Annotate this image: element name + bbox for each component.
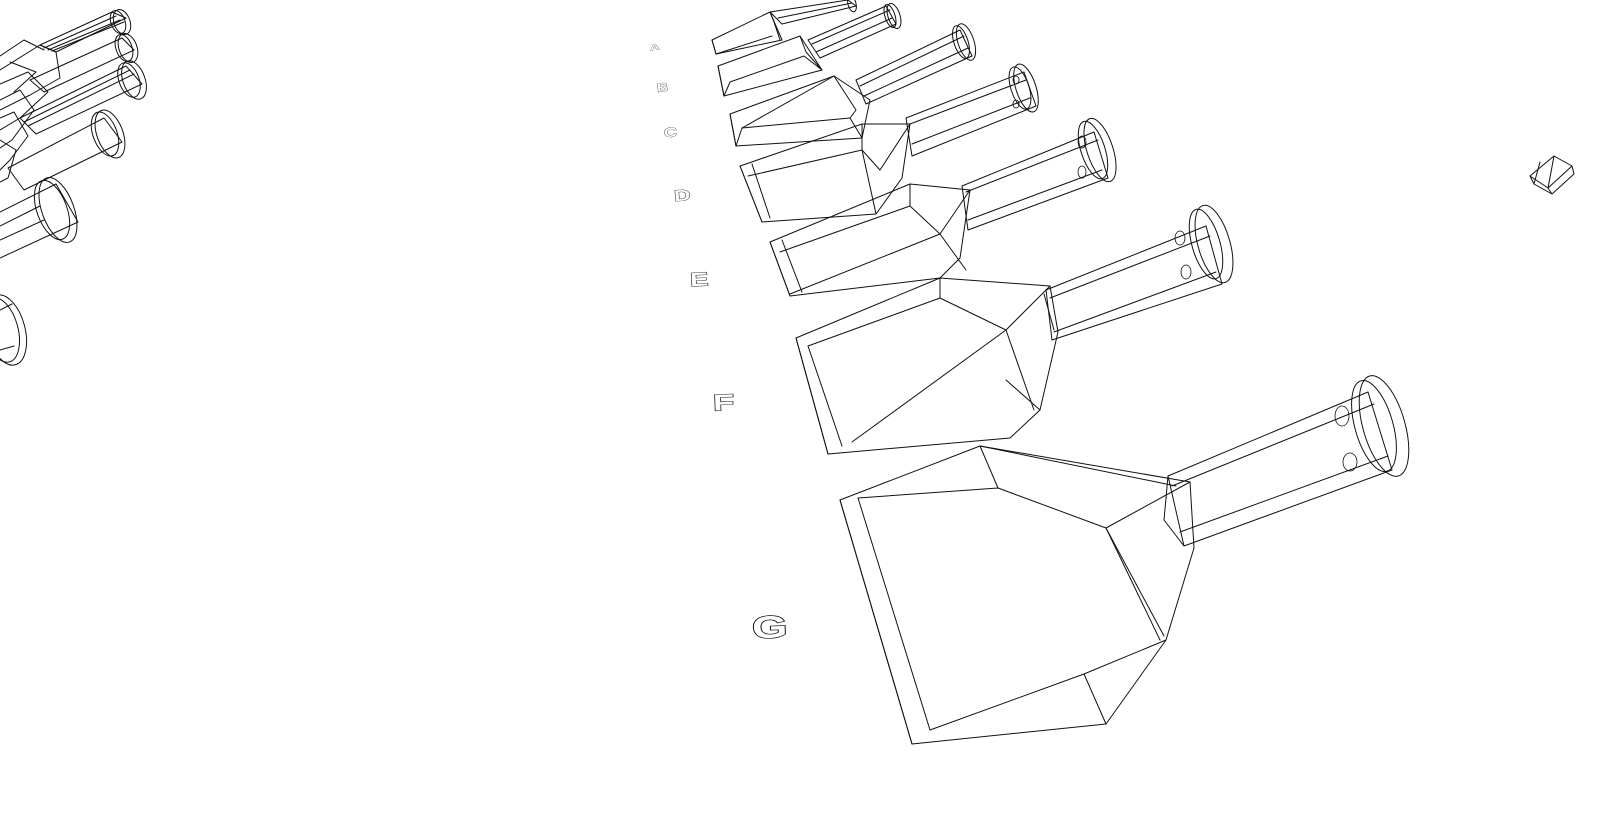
label-e: E — [689, 268, 709, 291]
label-g: G — [751, 610, 788, 646]
label-a: A — [649, 43, 660, 53]
flask-d[interactable] — [739, 61, 1043, 223]
label-c: C — [663, 125, 677, 140]
label-d: D — [673, 186, 691, 205]
flask-g[interactable] — [839, 370, 1419, 745]
flask-c[interactable] — [729, 21, 979, 147]
offscreen-flask-cluster — [0, 8, 147, 366]
flask-f[interactable] — [795, 201, 1240, 455]
flask-labels: A B C D E F G — [649, 42, 789, 646]
cube-icon[interactable] — [1529, 155, 1575, 195]
label-b: B — [656, 80, 669, 95]
flask-a[interactable] — [711, 0, 858, 55]
flask-b[interactable] — [717, 2, 904, 97]
label-f: F — [713, 390, 735, 416]
flask-e[interactable] — [769, 115, 1123, 297]
